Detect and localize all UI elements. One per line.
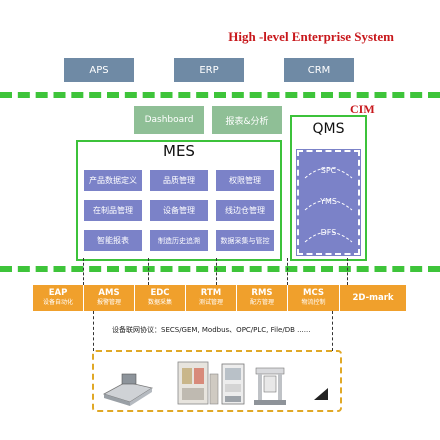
connector-line <box>93 311 94 351</box>
mes-title: MES <box>163 142 195 160</box>
connector-line <box>83 258 84 285</box>
cim-label: CIM <box>350 102 375 116</box>
aps-block[interactable]: APS <box>64 58 134 82</box>
mes-module[interactable]: 设备管理 <box>150 200 208 221</box>
2d-mark-block[interactable]: 2D-mark <box>340 285 406 311</box>
small-device-icon <box>314 388 328 400</box>
protocol-text: 设备联网协议：SECS/GEM, Modbus、OPC/PLC, File/DB… <box>112 326 311 334</box>
mes-module[interactable]: 制造历史追溯 <box>150 230 208 251</box>
connector-line <box>347 258 348 285</box>
mcs-block[interactable]: MCS 物流控制 <box>288 285 339 311</box>
eap-sub: 设备自动化 <box>42 299 73 306</box>
edc-block[interactable]: EDC 数据采集 <box>135 285 185 311</box>
lower-dashed-divider <box>0 266 440 272</box>
mes-module[interactable]: 线边仓管理 <box>216 200 274 221</box>
qms-module-panel[interactable] <box>296 149 361 256</box>
2d-mark-label: 2D-mark <box>352 293 394 303</box>
qms-arc-decoration <box>304 167 353 243</box>
mes-module[interactable]: 智能报表 <box>84 230 142 251</box>
mes-module[interactable]: 产品数据定义 <box>84 170 142 191</box>
connector-line <box>216 258 217 285</box>
qms-item-yms: YMS <box>320 197 337 206</box>
rtm-block[interactable]: RTM 测试管理 <box>186 285 236 311</box>
mes-module[interactable]: 在制品管理 <box>84 200 142 221</box>
rms-block[interactable]: RMS 配方管理 <box>237 285 287 311</box>
ams-label: AMS <box>98 288 120 298</box>
desktop-machine-icon <box>102 373 154 406</box>
dashboard-block[interactable]: Dashboard <box>134 106 204 134</box>
report-analysis-block[interactable]: 报表&分析 <box>212 106 282 134</box>
eap-block[interactable]: EAP 设备自动化 <box>33 285 83 311</box>
edc-sub: 数据采集 <box>147 299 172 306</box>
upper-dashed-divider <box>0 92 440 98</box>
equipment-illustrations <box>102 361 328 406</box>
mcs-sub: 物流控制 <box>301 299 326 306</box>
qms-title: QMS <box>312 121 345 137</box>
rms-label: RMS <box>251 288 273 298</box>
crm-block[interactable]: CRM <box>284 58 354 82</box>
erp-block[interactable]: ERP <box>174 58 244 82</box>
rms-sub: 配方管理 <box>249 299 274 306</box>
gantry-machine-icon <box>254 367 286 405</box>
connector-line <box>332 311 333 351</box>
rtm-sub: 测试管理 <box>198 299 223 306</box>
edc-label: EDC <box>150 288 170 298</box>
ams-block[interactable]: AMS 报警管理 <box>84 285 134 311</box>
eap-label: EAP <box>48 288 68 298</box>
rtm-label: RTM <box>200 288 222 298</box>
mes-module[interactable]: 数据采集与管控 <box>216 230 274 251</box>
ams-sub: 报警管理 <box>96 299 121 306</box>
connector-line <box>287 258 288 285</box>
connector-line <box>148 258 149 285</box>
enterprise-title: High -level Enterprise System <box>228 29 394 44</box>
pick-and-place-machine-icon <box>221 363 245 405</box>
mes-module[interactable]: 权限管理 <box>216 170 274 191</box>
equipment-container <box>92 350 342 412</box>
mcs-label: MCS <box>303 288 324 298</box>
mes-module[interactable]: 品质管理 <box>150 170 208 191</box>
qms-item-spc: SPC <box>320 166 337 175</box>
inspection-cabinet-icon <box>177 361 219 405</box>
